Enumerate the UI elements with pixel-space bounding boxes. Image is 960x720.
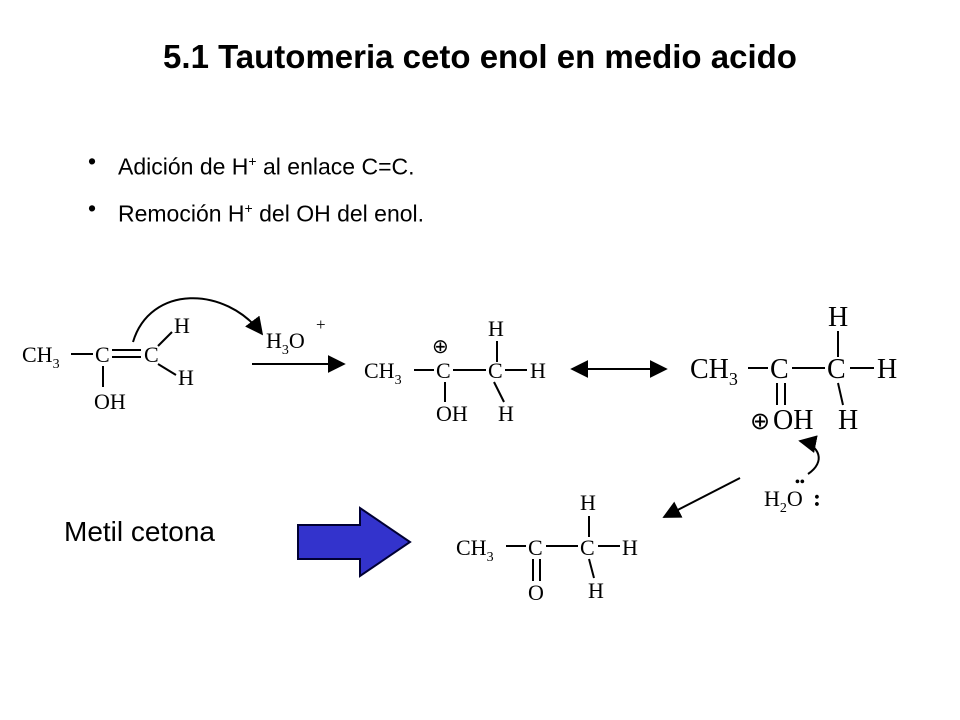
hydronium: H3O + — [266, 315, 326, 358]
bond — [157, 363, 177, 376]
atom-oh: OH — [773, 405, 813, 436]
bullet-marker: • — [88, 195, 97, 221]
bullet-text: Adición de H — [118, 153, 249, 180]
water: H2O •• : — [764, 475, 821, 516]
atom-hydrogen: H — [828, 302, 848, 333]
atom-h3o: H3O — [266, 328, 305, 358]
bullet-text: Remoción H — [118, 200, 245, 227]
cation-charge: ⊕ — [432, 336, 449, 358]
product-label: Metil cetona — [64, 516, 215, 547]
atom-ch3: CH3 — [22, 342, 60, 372]
bullet-text-tail: al enlace C=C. — [256, 153, 415, 180]
plus-charge: + — [316, 315, 326, 334]
atom-ch3: CH3 — [690, 354, 738, 389]
bullet-list: • Adición de H+ al enlace C=C. • Remoció… — [84, 138, 424, 232]
bond — [493, 381, 505, 403]
atom-ch3: CH3 — [364, 358, 402, 388]
bullet-text-tail: del OH del enol. — [252, 200, 425, 227]
bullet-superscript: + — [248, 153, 257, 169]
atom-oxygen: O — [528, 580, 544, 605]
atom-carbon: C — [144, 342, 159, 367]
bond — [157, 331, 173, 347]
enol-molecule: CH3 C C OH H H — [22, 313, 194, 414]
atom-hydrogen: H — [580, 490, 596, 515]
atom-hydrogen: H — [588, 578, 604, 603]
atom-carbon: C — [770, 354, 789, 385]
atom-oh: OH — [94, 389, 126, 414]
page-title: 5.1 Tautomeria ceto enol en medio acido — [163, 38, 797, 75]
atom-carbon: C — [95, 342, 110, 367]
ketone-molecule: CH3 C C O H H H — [456, 490, 638, 605]
atom-carbon: C — [436, 358, 451, 383]
bond — [588, 558, 595, 579]
bullet-superscript: + — [244, 200, 253, 216]
block-arrow — [297, 506, 412, 578]
atom-ch3: CH3 — [456, 535, 494, 565]
bullet-marker: • — [88, 148, 97, 174]
atom-hydrogen: H — [838, 405, 858, 436]
lone-pair: •• — [795, 475, 805, 490]
atom-oh: OH — [436, 401, 468, 426]
atom-hydrogen: H — [622, 535, 638, 560]
lone-pair-colon: : — [813, 486, 821, 512]
bond — [837, 382, 844, 406]
atom-carbon: C — [827, 354, 846, 385]
atom-hydrogen: H — [174, 313, 190, 338]
atom-carbon: C — [580, 535, 595, 560]
atom-hydrogen: H — [530, 358, 546, 383]
curved-arrow — [798, 435, 820, 475]
curved-arrow — [132, 297, 264, 343]
reaction-arrow — [662, 477, 741, 518]
atom-hydrogen: H — [178, 365, 194, 390]
atom-hydrogen: H — [488, 316, 504, 341]
atom-hydrogen: H — [498, 401, 514, 426]
carbocation-molecule: CH3 C ⊕ C OH H H H — [364, 316, 546, 426]
bullet-item-2: • Remoción H+ del OH del enol. — [84, 185, 424, 232]
atom-carbon: C — [528, 535, 543, 560]
cation-charge: ⊕ — [750, 409, 770, 435]
bullet-item-1: • Adición de H+ al enlace C=C. — [84, 138, 424, 185]
atom-h2o: H2O — [764, 486, 803, 516]
atom-hydrogen: H — [877, 354, 897, 385]
atom-carbon: C — [488, 358, 503, 383]
oxonium-molecule: CH3 C C ⊕ OH H H H — [690, 302, 897, 436]
